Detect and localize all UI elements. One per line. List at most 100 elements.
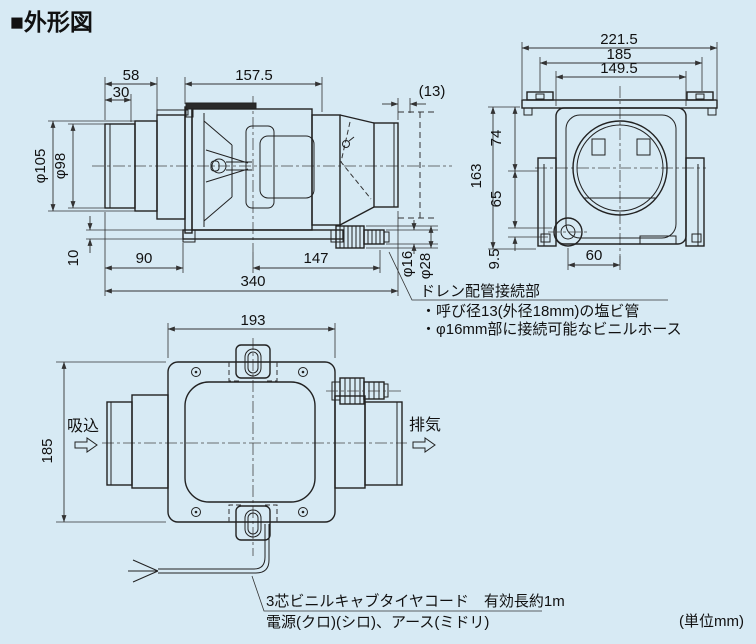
dim-label-phi16: φ16	[399, 251, 416, 277]
plate-hook-left	[523, 107, 533, 116]
body-flange	[184, 106, 193, 234]
outlet-pipe	[373, 122, 399, 208]
drain-ribs-large	[339, 226, 361, 248]
cord-note-line1: 3芯ビニルキャブタイヤコード 有効長約1m	[266, 592, 565, 610]
cord-note-leader	[251, 575, 542, 612]
dim-label-65: 65	[488, 191, 505, 208]
plate-hook-right	[707, 107, 717, 116]
phantom-duct	[398, 111, 438, 219]
suction-arrow-icon	[74, 437, 98, 453]
dim-label-185-plan: 185	[39, 438, 56, 463]
plan-drain-ribs-small	[368, 382, 380, 399]
drain-note-line1: ・呼び径13(外径18mm)の塩ビ管	[421, 303, 639, 320]
power-cord-outer	[158, 524, 270, 574]
drain-note-leader	[388, 251, 668, 301]
plan-body-flange	[167, 361, 336, 523]
cord-note-line2: 電源(クロ)(シロ)、アース(ミドリ)	[266, 614, 489, 631]
drain-note-title: ドレン配管接続部	[420, 283, 540, 300]
bottom-step	[639, 235, 677, 245]
base-plate	[182, 229, 344, 240]
base-foot-left	[182, 229, 196, 243]
mount-slot-right	[695, 93, 705, 100]
leg-foot-left	[540, 233, 551, 243]
plan-screws	[191, 367, 308, 517]
internal-tab-left	[591, 138, 606, 156]
dim-label-147: 147	[303, 250, 328, 267]
transition-tab	[156, 109, 189, 116]
exhaust-label: 排気	[409, 416, 441, 434]
suction-transition	[156, 114, 186, 220]
damper-pivot-tail	[348, 136, 355, 142]
drain-note-line2: ・φ16mm部に接続可能なビニルホース	[421, 321, 682, 338]
dim-label-74: 74	[488, 130, 505, 147]
damper-pivot-screw	[342, 140, 350, 148]
ext-13	[397, 98, 411, 120]
bracket-bottom	[235, 505, 271, 541]
unit-note: (単位mm)	[679, 613, 744, 630]
mount-bracket-hook	[185, 108, 194, 118]
dim-label-58: 58	[123, 67, 140, 84]
impeller-shroud	[203, 113, 233, 227]
ext-phi16	[386, 229, 438, 245]
dim-label-30: 30	[113, 84, 130, 101]
leg-foot-right	[691, 233, 702, 243]
mount-tab-right	[686, 91, 714, 101]
dim-label-221-5: 221.5	[600, 31, 638, 48]
plan-suction-pipe-large	[131, 394, 169, 489]
plan-view: 吸込 排気 193 185	[39, 312, 441, 583]
mount-slot-left	[535, 93, 545, 100]
plan-drain-cap	[383, 383, 389, 398]
dim-label-phi105: φ105	[32, 149, 49, 184]
end-body-inner	[565, 114, 677, 239]
leg-right	[685, 157, 705, 247]
bracket-bottom-keyhole-inner	[247, 512, 259, 535]
bracket-bottom-keyhole	[244, 509, 262, 538]
dim-label-10: 10	[65, 250, 82, 267]
end-view: 221.5 185 149.5 163 74 65 9.5 60	[468, 31, 718, 270]
dim-label-90: 90	[136, 250, 153, 267]
leg-left	[537, 157, 557, 247]
cord-note: 3芯ビニルキャブタイヤコード 有効長約1m 電源(クロ)(シロ)、アース(ミドリ…	[251, 575, 565, 631]
dim-label-phi98: φ98	[52, 153, 69, 179]
outlet-cone	[339, 114, 375, 226]
plan-exhaust-cone	[334, 395, 366, 489]
dim-label-163: 163	[468, 163, 485, 188]
dim-label-13: (13)	[419, 83, 446, 100]
power-cord-inner	[158, 524, 266, 570]
outlet-adapter	[311, 114, 341, 226]
bracket-bottom-hidden	[228, 504, 278, 522]
bracket-top-keyhole	[244, 348, 262, 377]
bracket-top	[235, 344, 271, 379]
flange-plate	[521, 99, 718, 109]
motor-struts	[205, 149, 249, 183]
dim-label-149-5: 149.5	[600, 60, 638, 77]
duct-opening-inner	[576, 124, 664, 212]
ext-185-plan	[56, 361, 166, 523]
dim-label-60: 60	[586, 247, 603, 264]
mount-bracket-bar	[185, 102, 257, 110]
hub-nose	[210, 160, 220, 172]
ext-phi28	[366, 225, 438, 249]
motor-shaft	[226, 161, 252, 171]
duct-opening-outer	[572, 120, 668, 216]
damper-hidden-line	[340, 121, 372, 200]
motor-body	[259, 135, 315, 199]
plan-exhaust-pipe	[364, 401, 403, 486]
side-view: 58 30 157.5 (13) φ105 φ98 10 90 147 340	[32, 67, 452, 296]
dim-label-phi28: φ28	[417, 253, 434, 279]
dim-label-193: 193	[240, 312, 265, 329]
exhaust-arrow-icon	[412, 437, 436, 453]
motor-bracket	[245, 125, 275, 209]
ext-10	[86, 229, 183, 240]
ext-phi105	[48, 120, 135, 212]
drain-rib-small-block	[363, 229, 385, 245]
dim-label-157-5: 157.5	[235, 67, 273, 84]
internal-tab-right	[636, 138, 651, 156]
suction-label: 吸込	[67, 417, 99, 435]
drain-ribs-small	[367, 230, 381, 244]
impeller-hub	[211, 158, 227, 174]
mount-tab-left	[526, 91, 554, 101]
bracket-top-hidden	[228, 362, 278, 382]
bracket-top-keyhole-inner	[247, 351, 259, 374]
